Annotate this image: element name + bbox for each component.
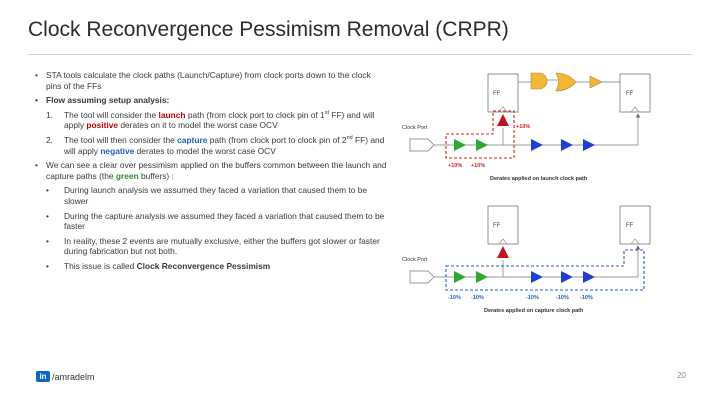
clock-pin-icon	[498, 238, 508, 245]
and-gate-icon	[530, 72, 548, 90]
launch-diagram: FF FF Clock Port +10% +10% +10% Derates …	[402, 72, 651, 182]
slide-title: Clock Reconvergence Pessimism Removal (C…	[28, 18, 509, 41]
keyword-positive: positive	[86, 120, 119, 131]
text-span: path (from clock port to clock pin of 1	[185, 109, 325, 120]
derate-label-blue: -10%	[526, 295, 539, 301]
ff-launch-2	[619, 73, 651, 113]
blue-buffer-icon	[531, 271, 543, 283]
derate-label-red: +10%	[516, 124, 530, 130]
page-number: 20	[677, 371, 686, 380]
green-buffer-icon	[476, 271, 488, 283]
capture-diagram: FF FF Clock Port -10% -10% -10% -10% -10…	[402, 205, 651, 314]
ff-label: FF	[493, 91, 501, 97]
ff-label: FF	[493, 223, 501, 229]
numbered-item-capture: 2. The tool will then consider the captu…	[32, 135, 387, 156]
sub-bullet-conclusion: This issue is called Clock Reconvergence…	[32, 261, 387, 272]
green-buffer-icon	[476, 139, 488, 151]
clock-port-icon	[409, 270, 435, 284]
ff-label: FF	[626, 91, 634, 97]
keyword-green: green	[115, 170, 139, 181]
sub-bullet-launch: During launch analysis we assumed they f…	[32, 185, 387, 206]
superscript: st	[324, 109, 329, 116]
clock-pin-icon	[498, 106, 508, 113]
text-span: The tool will then consider the	[64, 134, 178, 145]
text-span: The tool will consider the	[64, 109, 159, 120]
blue-buffer-icon	[583, 271, 595, 283]
text-span: FF) and will apply	[64, 109, 375, 131]
capture-caption: Derates applied on capture clock path	[484, 308, 584, 314]
or-gate-icon	[555, 72, 577, 92]
clock-port-icon	[409, 138, 435, 152]
linkedin-icon: in	[36, 371, 50, 382]
ff-capture-1	[487, 205, 519, 245]
derate-label-blue: -10%	[556, 295, 569, 301]
clock-port-label: Clock Port	[402, 257, 428, 263]
keyword-crp: Clock Reconvergence Pessimism	[136, 260, 271, 271]
keyword-negative: negative	[100, 145, 135, 156]
superscript: nd	[346, 135, 353, 142]
derate-label-blue: -10%	[448, 295, 461, 301]
launch-path-highlight	[445, 110, 515, 159]
sub-bullet-capture: During the capture analysis we assumed t…	[32, 211, 387, 232]
derate-label-red: +10%	[448, 163, 462, 169]
text-span: derates to model the worst case OCV	[134, 145, 276, 156]
crpr-diagram: FF FF Clock Port +10% +10% +10% Derates …	[402, 72, 651, 314]
derate-label-blue: -10%	[580, 295, 593, 301]
ff-label: FF	[626, 223, 634, 229]
clock-pin-icon	[630, 238, 640, 245]
clock-port-label: Clock Port	[402, 125, 428, 131]
derate-label-blue: -10%	[471, 295, 484, 301]
red-buffer-icon	[497, 246, 509, 258]
blue-buffer-icon	[531, 139, 543, 151]
footer: in /amradelm	[36, 371, 95, 382]
slide-text: STA tools calculate the clock paths (Lau…	[32, 70, 387, 276]
text-span: This issue is called	[64, 260, 137, 271]
derate-label-red: +10%	[471, 163, 485, 169]
sub-bullet-exclusive: In reality, these 2 events are mutually …	[32, 236, 387, 257]
bullet-pessimism: We can see a clear over pessimism applie…	[32, 160, 387, 181]
launch-caption: Derates applied on launch clock path	[490, 176, 588, 182]
item-number: 1.	[46, 109, 53, 120]
clock-pin-icon	[630, 106, 640, 113]
green-buffer-icon	[454, 271, 466, 283]
green-buffer-icon	[454, 139, 466, 151]
keyword-capture: capture	[177, 134, 208, 145]
author-handle[interactable]: /amradelm	[52, 371, 95, 382]
text-span: FF) and will apply	[64, 134, 385, 156]
bullet-clock-paths: STA tools calculate the clock paths (Lau…	[32, 70, 387, 91]
blue-buffer-icon	[561, 139, 573, 151]
ff-launch-1	[487, 73, 519, 113]
text-span: buffers) :	[138, 170, 174, 181]
numbered-item-launch: 1. The tool will consider the launch pat…	[32, 110, 387, 131]
ff-capture-2	[619, 205, 651, 245]
text-span: path (from clock port to clock pin of 2	[207, 134, 347, 145]
text-span: We can see a clear over pessimism applie…	[46, 160, 387, 181]
text-span: derates on it to model the worst case OC…	[118, 120, 278, 131]
buffer-icon	[589, 75, 603, 89]
item-number: 2.	[46, 134, 53, 145]
capture-path-highlight	[445, 249, 645, 291]
keyword-launch: launch	[158, 109, 186, 120]
title-divider	[28, 54, 692, 55]
bullet-flow: Flow assuming setup analysis:	[32, 95, 387, 106]
red-buffer-icon	[497, 114, 509, 126]
blue-buffer-icon	[561, 271, 573, 283]
blue-buffer-icon	[583, 139, 595, 151]
